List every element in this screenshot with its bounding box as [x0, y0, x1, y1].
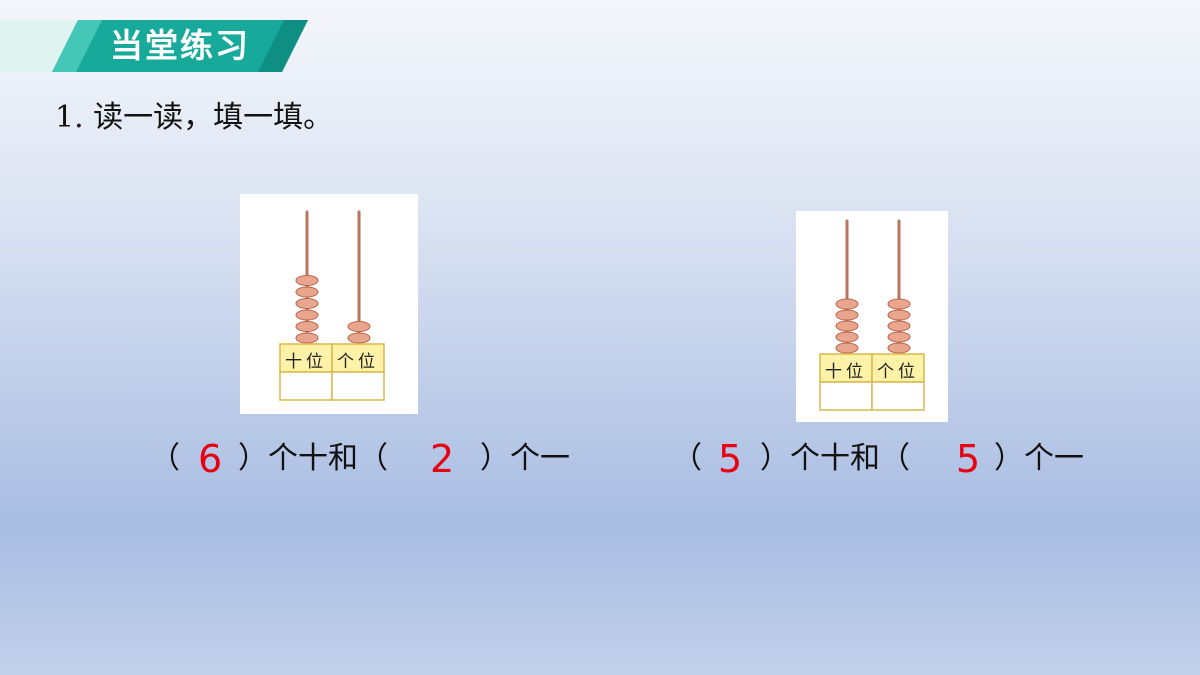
tens-bead	[295, 275, 319, 286]
tens-answer-value: 5	[718, 437, 743, 481]
ones-answer-value: 5	[956, 437, 981, 481]
tens-label-cell	[279, 343, 333, 373]
abacus-card-1: 十位 个位	[240, 194, 418, 414]
ones-place-label: 个位	[337, 352, 379, 372]
answer-line-1: （ 6 ）个十和（ 2 ）个一	[150, 434, 590, 484]
ones-label-cell	[871, 353, 925, 383]
ones-bead	[347, 332, 371, 344]
question-text: 1. 读一读，填一填。	[55, 100, 334, 135]
tens-bead	[295, 298, 319, 309]
ones-suffix-text: ）个一	[480, 441, 570, 476]
ones-answer-cell	[331, 371, 385, 401]
banner-shape	[0, 20, 308, 72]
tens-bead	[835, 298, 859, 310]
tens-place-label: 十位	[825, 362, 867, 382]
tens-answer-cell	[819, 381, 873, 411]
ones-bead	[887, 309, 911, 321]
abacus-drawing-2	[819, 219, 925, 411]
tens-answer-value: 6	[198, 437, 223, 481]
tens-bead	[295, 309, 319, 321]
tens-bead	[835, 342, 859, 354]
tens-bead	[835, 309, 859, 321]
abacus-card-2: 十位 个位	[796, 211, 948, 422]
ones-bead	[887, 342, 911, 354]
tens-suffix-text: ）个十和（	[238, 441, 388, 476]
open-paren: （	[672, 441, 702, 476]
tens-bead	[295, 286, 319, 298]
section-banner: 当堂练习	[0, 20, 310, 72]
ones-label-cell	[331, 343, 385, 373]
tens-place-label: 十位	[285, 352, 327, 372]
tens-answer-cell	[279, 371, 333, 401]
ones-bead	[347, 321, 371, 332]
tens-suffix-text: ）个十和（	[760, 441, 910, 476]
tens-bead	[295, 332, 319, 344]
ones-bead	[887, 298, 911, 310]
abacus-drawing-1	[279, 210, 385, 401]
answer-line-2: （ 5 ）个十和（ 5 ）个一	[672, 434, 1112, 484]
tens-bead	[835, 320, 859, 332]
ones-answer-value: 2	[430, 437, 455, 481]
tens-bead	[835, 331, 859, 343]
ones-answer-cell	[871, 381, 925, 411]
ones-bead	[887, 320, 911, 332]
ones-bead	[887, 331, 911, 343]
tens-bead	[295, 321, 319, 332]
ones-suffix-text: ）个一	[994, 441, 1084, 476]
ones-place-label: 个位	[877, 362, 919, 382]
banner-title: 当堂练习	[110, 26, 250, 65]
open-paren: （	[150, 441, 180, 476]
